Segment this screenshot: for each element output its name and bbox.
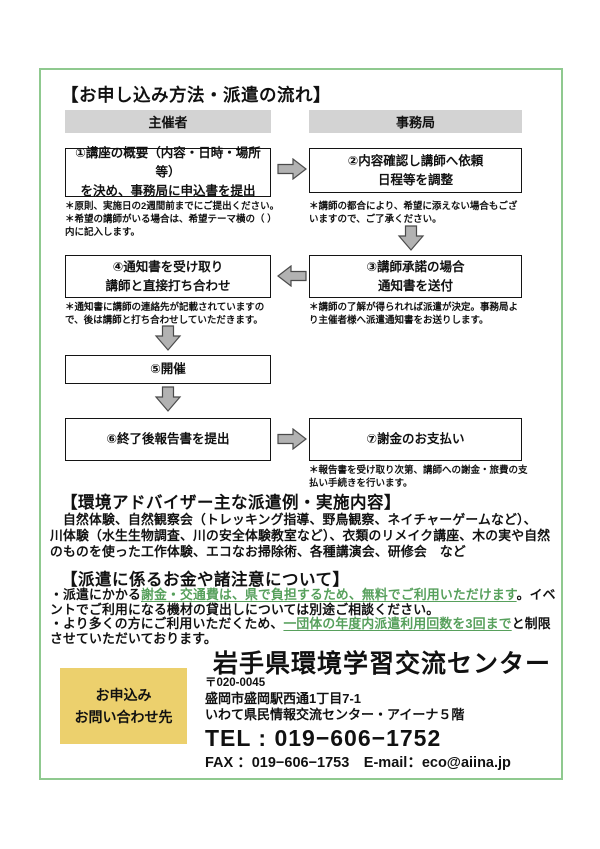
flow-step-7-label: ⑦謝金のお支払い xyxy=(366,432,465,447)
postal-code: 〒020-0045 xyxy=(205,677,266,689)
flow-step-3-note: ＊講師の了解が得られれば派遣が決定。事務局よ り主催者様へ派遣通知書をお送りしま… xyxy=(309,302,519,326)
apply-contact-badge-label: お申込み お問い合わせ先 xyxy=(74,686,173,725)
address-line-2: いわて県民情報交流センター・アイーナ５階 xyxy=(205,706,465,722)
flow-step-3-box: ③講師承諾の場合 通知書を送付 xyxy=(309,255,522,298)
money-bullet-1-pre: ・派遣にかかる xyxy=(50,587,141,602)
money-bullet-2-post: と制限させていただいております。 xyxy=(50,616,551,646)
flow-step-3-label: ③講師承諾の場合 通知書を送付 xyxy=(366,259,465,293)
page-title: 【お申し込み方法・派遣の流れ】 xyxy=(61,85,331,105)
arrow-right-icon xyxy=(277,428,307,450)
flow-step-1-note: ＊原則、実施日の2週間前までにご提出ください。 ＊希望の講師がいる場合は、希望テ… xyxy=(65,201,280,238)
flyer-sheet: 【お申し込み方法・派遣の流れ】 主催者 事務局 ①講座の概要（内容・日時・場所等… xyxy=(39,68,563,780)
arrow-down-icon xyxy=(397,225,425,251)
flow-step-1-label: ①講座の概要（内容・日時・場所等） を決め、事務局に申込書を提出 xyxy=(75,146,261,198)
arrow-down-icon xyxy=(154,325,182,351)
arrow-right-icon xyxy=(277,158,307,180)
column-header-organizer-label: 主催者 xyxy=(148,115,188,130)
organization-name: 岩手県環境学習交流センター xyxy=(213,650,552,678)
flow-step-7-note: ＊報告書を受け取り次第、講師への謝金・旅費の支 払い手続きを行います。 xyxy=(309,465,528,489)
fax-and-email: FAX ：019−606−1753 E-mail：eco@aiina.jp xyxy=(205,755,511,772)
examples-section-body: 自然体験、自然観察会（トレッキング指導、野鳥観察、ネイチャーゲームなど）、 川体… xyxy=(50,512,551,559)
column-header-organizer: 主催者 xyxy=(65,110,271,133)
flow-step-4-note: ＊通知書に講師の連絡先が記載されていますの で、後は講師と打ち合わせしていただき… xyxy=(65,302,265,326)
money-section-body: ・派遣にかかる謝金・交通費は、県で負担するため、無料でご利用いただけます。イベン… xyxy=(50,587,560,646)
flow-step-6-box: ⑥終了後報告書を提出 xyxy=(65,418,271,461)
contact-block: 〒020-0045 盛岡市盛岡駅西通1丁目7-1 いわて県民情報交流センター・ア… xyxy=(205,677,511,773)
flow-step-4-label: ④通知書を受け取り 講師と直接打ち合わせ xyxy=(105,259,231,293)
money-section-heading: 【派遣に係るお金や諸注意について】 xyxy=(61,571,350,589)
flow-step-5-label: ⑤開催 xyxy=(150,362,186,377)
address-line-1: 盛岡市盛岡駅西通1丁目7-1 xyxy=(205,690,362,706)
money-bullet-1-post: 。イベントでご利用になる機材の貸出しについては別途ご相談ください。 xyxy=(50,587,556,617)
flow-step-7-box: ⑦謝金のお支払い xyxy=(309,418,522,461)
flow-step-5-box: ⑤開催 xyxy=(65,355,271,384)
flow-step-6-label: ⑥終了後報告書を提出 xyxy=(106,432,230,447)
column-header-office: 事務局 xyxy=(309,110,522,133)
phone-number: TEL : 019−606−1752 xyxy=(205,724,442,751)
money-bullet-2-highlight: 一団体の年度内派遣利用回数を3回まで xyxy=(283,616,512,632)
apply-contact-badge: お申込み お問い合わせ先 xyxy=(60,668,187,744)
money-bullet-2-pre: ・より多くの方にご利用いただくため、 xyxy=(50,616,284,632)
money-bullet-2: ・より多くの方にご利用いただくため、一団体の年度内派遣利用回数を3回までと制限さ… xyxy=(50,616,560,646)
money-bullet-1: ・派遣にかかる謝金・交通費は、県で負担するため、無料でご利用いただけます。イベン… xyxy=(50,587,560,617)
flow-step-2-label: ②内容確認し講師へ依頼 日程等を調整 xyxy=(347,153,484,187)
money-bullet-1-highlight: 謝金・交通費は、県で負担するため、無料でご利用いただけます xyxy=(140,587,517,602)
examples-section-heading: 【環境アドバイザー主な派遣例・実施内容】 xyxy=(61,494,401,512)
flow-step-4-box: ④通知書を受け取り 講師と直接打ち合わせ xyxy=(65,255,271,298)
column-header-office-label: 事務局 xyxy=(395,115,435,130)
arrow-down-icon xyxy=(154,386,182,412)
flow-step-2-note: ＊講師の都合により、希望に添えない場合もござ いますので、ご了承ください。 xyxy=(309,201,518,225)
flow-step-2-box: ②内容確認し講師へ依頼 日程等を調整 xyxy=(309,148,522,193)
arrow-left-icon xyxy=(277,265,307,287)
flow-step-1-box: ①講座の概要（内容・日時・場所等） を決め、事務局に申込書を提出 xyxy=(65,146,271,198)
